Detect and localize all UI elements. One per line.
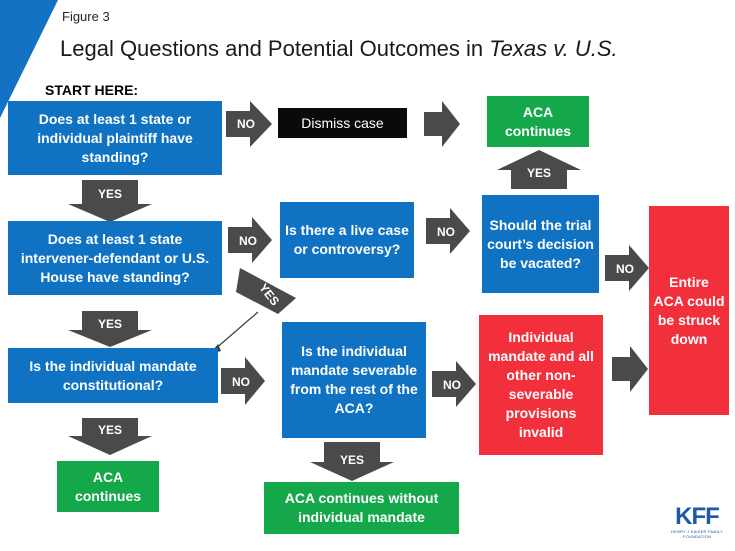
arrow-no-constitutional: NO [221, 357, 265, 405]
edge-label-no: NO [437, 225, 455, 239]
kff-logo: KFF HENRY J KAISER FAMILY FOUNDATION [669, 503, 725, 540]
outcome-aca-without-mandate: ACA continues without individual mandate [264, 482, 459, 534]
arrow-dismiss-to-aca [424, 101, 460, 147]
arrow-invalid-to-struck [612, 346, 648, 392]
arrow-yes-vacate: YES [497, 150, 581, 189]
page-title: Legal Questions and Potential Outcomes i… [60, 36, 618, 62]
edge-label-yes: YES [98, 423, 122, 437]
question-plaintiff-standing: Does at least 1 state or individual plai… [8, 101, 222, 175]
outcome-aca-continues-top: ACA continues [487, 96, 589, 147]
title-text: Legal Questions and Potential Outcomes i… [60, 36, 490, 61]
edge-label-yes: YES [98, 317, 122, 331]
arrow-yes-severable: YES [310, 442, 394, 481]
outcome-mandate-invalid: Individual mandate and all other non-sev… [479, 315, 603, 455]
figure-label: Figure 3 [62, 9, 110, 24]
outcome-aca-continues-bottom: ACA continues [57, 461, 159, 512]
kff-logo-subtitle: HENRY J KAISER FAMILY FOUNDATION [671, 529, 723, 539]
edge-label-yes: YES [527, 166, 551, 180]
outcome-dismiss-case: Dismiss case [278, 108, 407, 138]
edge-label-no: NO [232, 375, 250, 389]
edge-label-yes: YES [98, 187, 122, 201]
arrow-no-live-case: NO [426, 208, 470, 254]
question-mandate-constitutional: Is the individual mandate constitutional… [8, 348, 218, 403]
arrow-no-severable: NO [432, 361, 476, 407]
edge-label-yes: YES [340, 453, 364, 467]
outcome-entire-aca-struck: Entire ACA could be struck down [649, 206, 729, 415]
question-vacate-decision: Should the trial court’s decision be vac… [482, 195, 599, 293]
edge-label-no: NO [237, 117, 255, 131]
arrow-yes-intervener: YES [68, 311, 152, 347]
arrow-no-intervener: NO [228, 217, 272, 263]
corner-accent [0, 0, 58, 118]
start-here-label: START HERE: [45, 82, 139, 98]
question-mandate-severable: Is the individual mandate severable from… [282, 322, 426, 438]
edge-label-no: NO [239, 234, 257, 248]
question-intervener-standing: Does at least 1 state intervener-defenda… [8, 221, 222, 295]
edge-label-no: NO [616, 262, 634, 276]
title-case-name: Texas v. U.S. [489, 36, 618, 61]
connector-line [213, 311, 259, 351]
arrow-yes-plaintiff: YES [68, 180, 152, 222]
arrow-yes-constitutional: YES [68, 418, 152, 455]
kff-logo-letters: KFF [675, 503, 720, 530]
arrow-no-vacate: NO [605, 245, 649, 291]
arrow-no-plaintiff: NO [226, 101, 272, 147]
edge-label-no: NO [443, 378, 461, 392]
question-live-case: Is there a live case or controversy? [280, 202, 414, 278]
